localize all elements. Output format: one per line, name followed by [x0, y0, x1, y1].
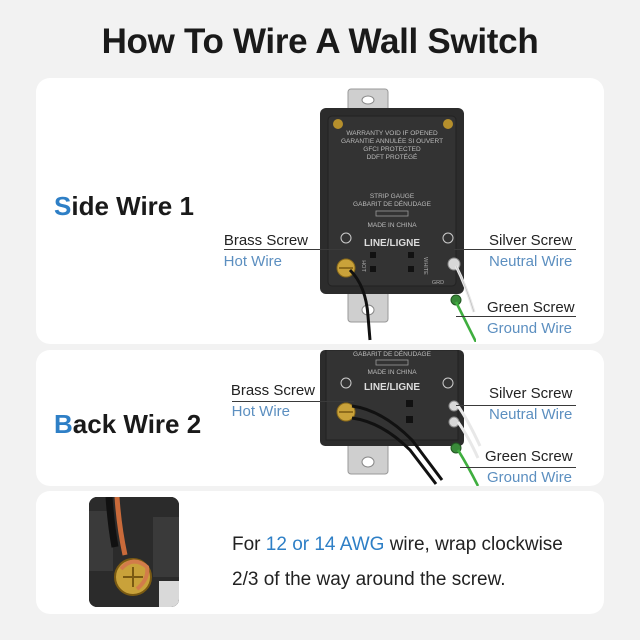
side-wire-title-initial: S — [54, 191, 72, 221]
corner-screw-icon — [443, 119, 453, 129]
neutral-wire-label: Neutral Wire — [489, 406, 573, 423]
side-wire-card: Side Wire 1 WARRANTY VOID IF OPENED GARA… — [36, 78, 604, 344]
silver-screw-leader — [454, 249, 576, 250]
ground-wire-label: Ground Wire — [487, 320, 573, 337]
backwire-hole — [370, 252, 376, 258]
wiring-tip-card: For 12 or 14 AWG wire, wrap clockwise 2/… — [36, 491, 604, 614]
cu-al-mark-icon — [442, 232, 454, 244]
strip-gauge-mark — [375, 210, 409, 217]
back-wire-title: Back Wire 2 — [54, 409, 201, 440]
silver-screw-label: Silver Screw — [489, 385, 573, 402]
strap-screw-hole-icon — [361, 456, 375, 468]
backwire-hole — [408, 252, 414, 258]
hot-wire-label: Hot Wire — [223, 253, 282, 270]
neutral-wire — [456, 405, 482, 447]
back-wire-card: Back Wire 2 GABARIT DE DÉNUDAGE MADE IN … — [36, 350, 604, 486]
device-text-hot: HOT — [360, 260, 366, 272]
cu-al-mark-icon — [340, 377, 352, 389]
silver-screw-icon — [448, 400, 460, 412]
device-text-made-in: MADE IN CHINA — [367, 222, 417, 229]
cu-al-mark-icon — [442, 377, 454, 389]
backwire-hole — [408, 266, 414, 272]
side-wire-device-illustration: WARRANTY VOID IF OPENED GARANTIE ANNULÉE… — [320, 88, 476, 342]
device-text-white: WHITE — [422, 257, 428, 275]
silver-screw-icon — [448, 416, 460, 428]
device-text-grd: GRD — [432, 280, 444, 286]
device-text-gabarit: GABARIT DE DÉNUDAGE — [353, 199, 432, 208]
hot-wire — [351, 416, 438, 485]
device-text-line: LINE/LIGNE — [364, 238, 420, 249]
hot-wire — [351, 404, 444, 481]
device-text-strip-gauge: STRIP GAUGE — [370, 193, 415, 200]
ground-wire — [454, 301, 476, 342]
neutral-wire-label: Neutral Wire — [489, 253, 573, 270]
device-text-gabarit: GABARIT DE DÉNUDAGE — [353, 350, 432, 358]
cu-al-mark-icon — [340, 232, 352, 244]
green-screw-label: Green Screw — [485, 448, 573, 465]
tip-prefix: For — [232, 534, 266, 555]
hot-wire — [348, 268, 372, 341]
corner-screw-icon — [333, 119, 343, 129]
brass-screw-label: Brass Screw — [223, 232, 308, 249]
device-text-made-in: MADE IN CHINA — [367, 369, 417, 376]
back-wire-device-illustration: GABARIT DE DÉNUDAGE MADE IN CHINA LINE/L… — [320, 350, 482, 486]
ground-wire-label: Ground Wire — [487, 469, 573, 486]
silver-screw-label: Silver Screw — [489, 232, 573, 249]
page-title: How To Wire A Wall Switch — [101, 22, 539, 61]
wiring-tip-line-2: 2/3 of the way around the screw. — [232, 569, 506, 590]
green-screw-label: Green Screw — [487, 299, 575, 316]
switch-back-panel — [325, 350, 459, 441]
neutral-wire — [456, 421, 480, 459]
wire-gauge-highlight: 12 or 14 AWG — [265, 534, 385, 555]
side-wire-title-rest: ide Wire 1 — [71, 191, 194, 221]
green-screw-leader — [460, 467, 576, 468]
side-wire-title: Side Wire 1 — [54, 191, 194, 222]
ground-wire — [456, 449, 480, 486]
backwire-hole — [370, 266, 376, 272]
tip-mid: wire, wrap clockwise — [384, 534, 563, 555]
device-text-line: LINE/LIGNE — [364, 382, 420, 393]
backwire-hole — [406, 416, 413, 423]
device-text-warranty-fr: GARANTIE ANNULÉE SI OUVERT — [341, 136, 443, 145]
wiring-tip-line-1: For 12 or 14 AWG wire, wrap clockwise — [232, 527, 563, 562]
screw-closeup-illustration — [89, 497, 179, 607]
device-text-warranty: WARRANTY VOID IF OPENED — [346, 130, 438, 137]
wiring-tip-text: For 12 or 14 AWG wire, wrap clockwise 2/… — [232, 527, 563, 597]
strip-gauge-mark — [375, 359, 409, 366]
backwire-hole — [406, 400, 413, 407]
brass-screw-label: Brass Screw — [230, 382, 315, 399]
wrapped-copper-wire — [119, 559, 150, 591]
back-wire-title-rest: ack Wire 2 — [72, 409, 202, 439]
copper-wire — [114, 497, 128, 556]
device-text-gfci: GFCI PROTECTED — [363, 146, 421, 153]
switch-back-panel — [327, 115, 457, 287]
brass-screw-leader — [224, 249, 350, 250]
green-screw-leader — [456, 316, 576, 317]
device-text-ddft: DDFT PROTÉGÉ — [367, 152, 418, 161]
silver-screw-leader — [456, 405, 576, 406]
hot-wire-label: Hot Wire — [231, 403, 290, 420]
strap-screw-hole-icon — [361, 95, 375, 105]
brass-screw-leader — [232, 401, 354, 402]
insulated-wire — [105, 497, 119, 548]
back-wire-title-initial: B — [54, 409, 73, 439]
screw-closeup-photo — [89, 497, 179, 607]
green-screw-icon — [450, 294, 462, 306]
